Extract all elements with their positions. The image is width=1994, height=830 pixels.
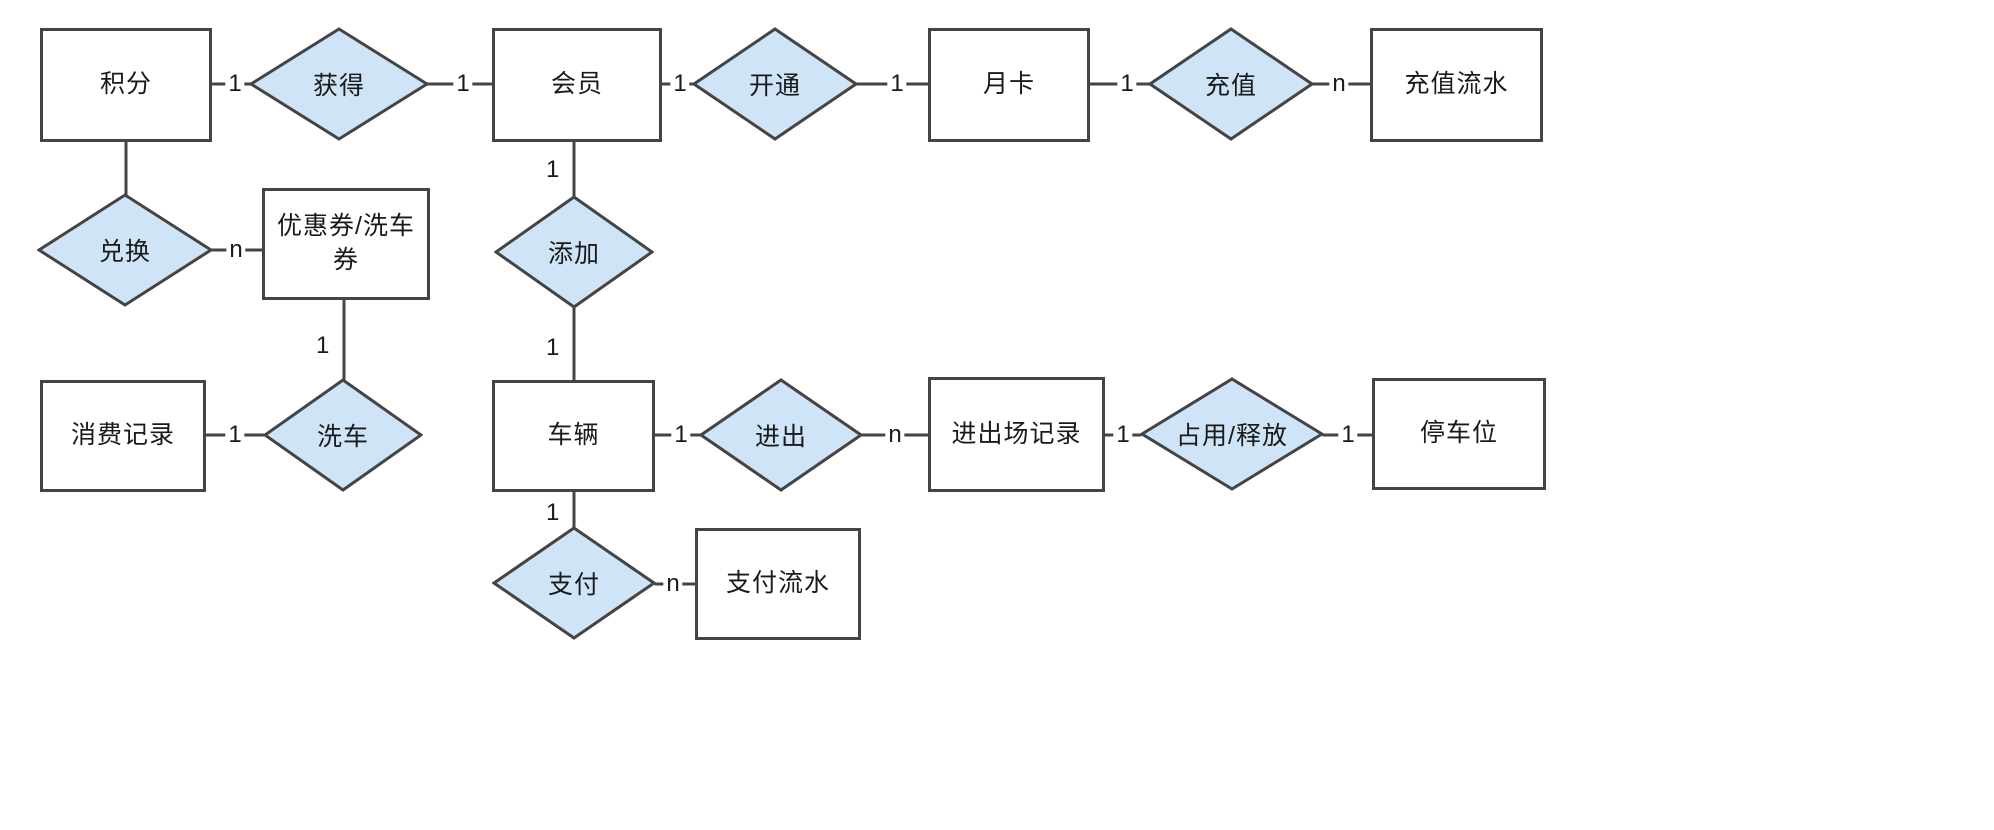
entity-label: 停车位 — [1419, 419, 1498, 448]
relationship-label: 获得 — [312, 72, 365, 100]
cardinality-jifen-huode: 1 — [225, 72, 245, 96]
relationship-jinchu[interactable]: 进出 — [699, 378, 863, 492]
entity-label: 优惠券/洗车券 — [277, 212, 415, 274]
relationship-label: 兑换 — [98, 238, 151, 266]
entity-youhuiquan[interactable]: 优惠券/洗车券 — [262, 188, 430, 300]
entity-chongzhils[interactable]: 充值流水 — [1370, 28, 1543, 142]
entity-label: 车辆 — [547, 421, 600, 450]
relationship-kaitong[interactable]: 开通 — [692, 27, 858, 141]
entity-label: 支付流水 — [725, 569, 830, 598]
entity-huiyuan[interactable]: 会员 — [492, 28, 662, 142]
cardinality-huiyuan-kaitong: 1 — [670, 72, 690, 96]
cardinality-zhifu-liushui: n — [663, 572, 683, 596]
cardinality-cheliang-jinchu: 1 — [671, 423, 691, 447]
relationship-label: 洗车 — [316, 423, 369, 451]
relationship-label: 充值 — [1204, 72, 1257, 100]
cardinality-chongzhi-liushui: n — [1329, 72, 1349, 96]
relationship-zhifu[interactable]: 支付 — [492, 526, 656, 640]
entity-label: 消费记录 — [70, 421, 175, 450]
diamond-shape — [494, 195, 654, 309]
relationship-label: 支付 — [547, 571, 600, 599]
relationship-label: 占用/释放 — [1176, 422, 1288, 450]
diamond-shape — [699, 378, 863, 492]
relationship-label: 开通 — [748, 72, 801, 100]
entity-label: 积分 — [99, 70, 152, 99]
entity-label: 进出场记录 — [951, 419, 1082, 448]
entity-jifen[interactable]: 积分 — [40, 28, 212, 142]
cardinality-cheliang-zhifu: 1 — [543, 501, 563, 525]
diamond-shape — [37, 193, 213, 307]
entity-label: 充值流水 — [1404, 70, 1509, 99]
cardinality-youhui-xiche: 1 — [313, 334, 333, 358]
relationship-zhanyong[interactable]: 占用/释放 — [1140, 377, 1324, 491]
entity-xiaofeijilu[interactable]: 消费记录 — [40, 380, 206, 492]
entity-zhifuliushui[interactable]: 支付流水 — [695, 528, 861, 640]
relationship-chongzhi[interactable]: 充值 — [1148, 27, 1314, 141]
entity-label: 会员 — [550, 70, 603, 99]
cardinality-kaitong-yueka: 1 — [887, 72, 907, 96]
cardinality-yueka-chongzhi: 1 — [1117, 72, 1137, 96]
diamond-shape — [492, 526, 656, 640]
relationship-xiche[interactable]: 洗车 — [263, 378, 423, 492]
entity-yueka[interactable]: 月卡 — [928, 28, 1090, 142]
entity-label: 月卡 — [982, 70, 1035, 99]
cardinality-tianjia-cheliang: 1 — [543, 336, 563, 360]
cardinality-zhanyong-tingche: 1 — [1338, 423, 1358, 447]
diamond-shape — [263, 378, 423, 492]
cardinality-jinchu-jcjilu: n — [885, 423, 905, 447]
relationship-label: 进出 — [754, 423, 807, 451]
relationship-tianjia[interactable]: 添加 — [494, 195, 654, 309]
diamond-shape — [249, 27, 429, 141]
entity-jcjilu[interactable]: 进出场记录 — [928, 377, 1105, 492]
cardinality-huode-huiyuan: 1 — [453, 72, 473, 96]
diamond-shape — [1148, 27, 1314, 141]
diamond-shape — [692, 27, 858, 141]
relationship-duihuan[interactable]: 兑换 — [37, 193, 213, 307]
cardinality-jcjilu-zhanyong: 1 — [1113, 423, 1133, 447]
cardinality-huiyuan-tianjia: 1 — [543, 158, 563, 182]
diamond-shape — [1140, 377, 1324, 491]
relationship-huode[interactable]: 获得 — [249, 27, 429, 141]
entity-tingchewei[interactable]: 停车位 — [1372, 378, 1546, 490]
entity-cheliang[interactable]: 车辆 — [492, 380, 655, 492]
cardinality-xiaofei-xiche: 1 — [225, 423, 245, 447]
cardinality-duihuan-youhui: n — [226, 238, 246, 262]
relationship-label: 添加 — [547, 240, 600, 268]
